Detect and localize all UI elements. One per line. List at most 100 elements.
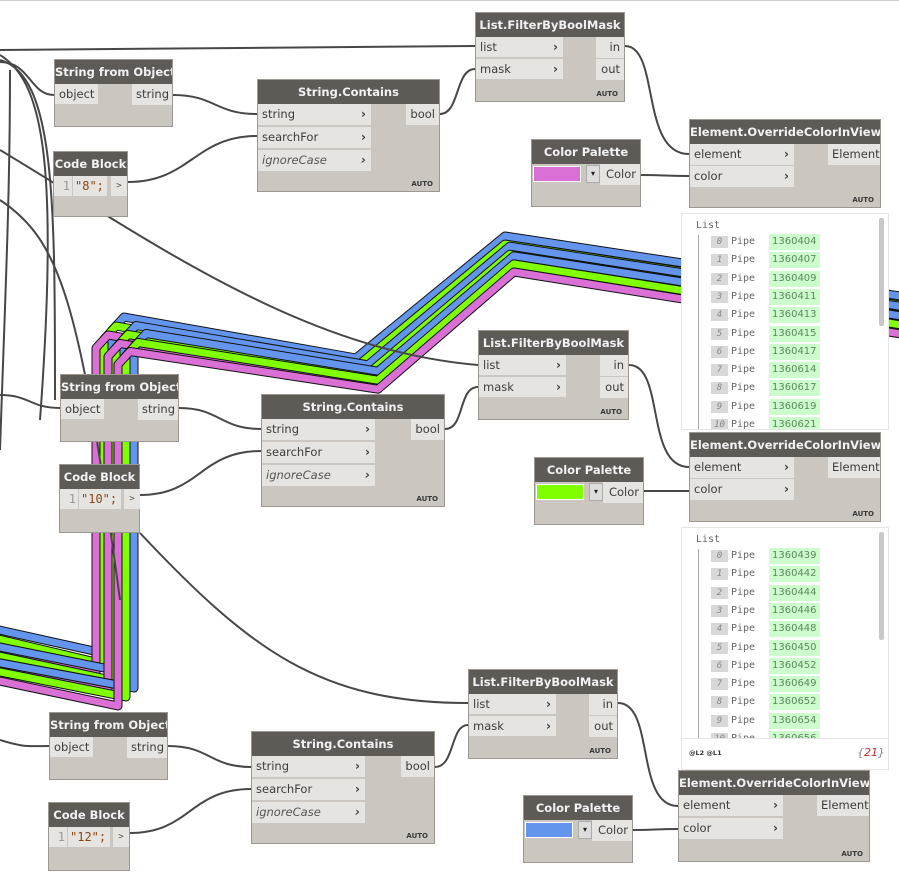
element-id-link[interactable]: 1360617 — [769, 380, 820, 397]
string-from-object-node[interactable]: String from Object object string — [54, 59, 173, 127]
code-editor[interactable]: 1 "12"; > — [49, 827, 131, 847]
input-port-color[interactable]: color› — [690, 166, 794, 188]
code-text[interactable]: "12"; — [68, 827, 110, 847]
override-color-in-view-node[interactable]: Element.OverrideColorInView element› col… — [689, 432, 881, 522]
output-port-in[interactable]: in — [596, 37, 624, 58]
string-contains-node[interactable]: String.Contains string› searchFor› ignor… — [261, 394, 445, 507]
override-color-in-view-node[interactable]: Element.OverrideColorInView element› col… — [678, 770, 870, 862]
filter-by-bool-mask-node[interactable]: List.FilterByBoolMask list› mask› in out… — [475, 12, 625, 102]
element-id-link[interactable]: 1360621 — [769, 417, 820, 429]
input-port-element[interactable]: element› — [690, 457, 794, 479]
lacing-label[interactable]: AUTO — [416, 495, 438, 503]
input-port-string[interactable]: string› — [262, 419, 375, 441]
element-id-link[interactable]: 1360614 — [769, 362, 820, 379]
output-port-string[interactable]: string — [138, 399, 178, 420]
output-port-color[interactable]: Color — [600, 164, 640, 185]
code-block-node[interactable]: Code Block 1 "12"; > — [48, 802, 130, 871]
input-port-list[interactable]: list› — [479, 355, 566, 376]
wire[interactable] — [0, 61, 55, 96]
element-id-link[interactable]: 1360411 — [769, 288, 820, 305]
scrollbar[interactable] — [879, 218, 884, 326]
lacing-label[interactable]: AUTO — [596, 90, 618, 98]
string-contains-node[interactable]: String.Contains string› searchFor› ignor… — [251, 731, 435, 844]
wire[interactable] — [628, 364, 690, 468]
wire[interactable] — [172, 94, 258, 115]
input-port-searchfor[interactable]: searchFor› — [258, 127, 371, 149]
code-editor[interactable]: 1 "10"; > — [60, 489, 141, 509]
output-port-out[interactable]: out — [596, 59, 624, 80]
chevron-down-icon[interactable]: ▾ — [578, 821, 592, 839]
element-id-link[interactable]: 1360444 — [769, 584, 820, 601]
input-port-object[interactable]: object — [50, 737, 93, 758]
output-port-element[interactable]: Element — [828, 144, 880, 165]
color-swatch[interactable] — [525, 822, 573, 838]
output-port[interactable]: > — [124, 489, 140, 509]
element-id-link[interactable]: 1360654 — [769, 712, 820, 729]
output-port-string[interactable]: string — [127, 737, 167, 758]
lacing-label[interactable]: AUTO — [852, 510, 874, 518]
input-port-color[interactable]: color› — [679, 818, 783, 840]
input-port-searchfor[interactable]: searchFor› — [252, 779, 365, 801]
code-text[interactable]: "10"; — [79, 489, 121, 509]
color-palette-node[interactable]: Color Palette ▾ Color — [523, 795, 633, 863]
wire[interactable] — [139, 450, 262, 496]
output-port-out[interactable]: out — [600, 377, 628, 398]
input-port-string[interactable]: string› — [258, 104, 371, 126]
code-editor[interactable]: 1 "8"; > — [54, 176, 129, 196]
output-port-in[interactable]: in — [600, 355, 628, 376]
wire[interactable] — [439, 68, 476, 115]
wire[interactable] — [434, 724, 469, 768]
input-port-string[interactable]: string› — [252, 756, 365, 778]
wire[interactable] — [129, 788, 252, 834]
output-port-bool[interactable]: bool — [411, 419, 444, 440]
wire[interactable] — [178, 407, 262, 430]
color-swatch[interactable] — [533, 166, 581, 182]
wire[interactable] — [0, 394, 61, 409]
output-port-bool[interactable]: bool — [406, 104, 439, 125]
input-port-element[interactable]: element› — [690, 144, 794, 166]
output-port-string[interactable]: string — [132, 84, 172, 105]
override-color-in-view-node[interactable]: Element.OverrideColorInView element› col… — [689, 119, 881, 208]
wire[interactable] — [0, 45, 476, 51]
output-port-bool[interactable]: bool — [401, 756, 434, 777]
element-id-link[interactable]: 1360448 — [769, 621, 820, 638]
element-id-link[interactable]: 1360442 — [769, 566, 820, 583]
wire[interactable] — [444, 386, 479, 430]
output-port-out[interactable]: out — [589, 716, 617, 737]
input-port-element[interactable]: element› — [679, 795, 783, 817]
string-contains-node[interactable]: String.Contains string› searchFor› ignor… — [257, 79, 440, 192]
color-palette-node[interactable]: Color Palette ▾ Color — [534, 457, 644, 525]
element-id-link[interactable]: 1360619 — [769, 398, 820, 415]
wire[interactable] — [0, 69, 11, 451]
input-port-mask[interactable]: mask› — [476, 59, 563, 80]
input-port-object[interactable]: object — [61, 399, 104, 420]
string-from-object-node[interactable]: String from Object object string — [60, 374, 179, 442]
wire[interactable] — [624, 45, 690, 155]
output-port[interactable]: > — [111, 176, 127, 196]
element-id-link[interactable]: 1360409 — [769, 270, 820, 287]
wire[interactable] — [640, 174, 690, 177]
input-port-searchfor[interactable]: searchFor› — [262, 442, 375, 464]
filter-by-bool-mask-node[interactable]: List.FilterByBoolMask list› mask› in out… — [468, 669, 618, 759]
wire[interactable] — [617, 702, 679, 807]
element-id-link[interactable]: 1360439 — [769, 548, 820, 564]
output-port-element[interactable]: Element — [817, 795, 869, 816]
code-block-node[interactable]: Code Block 1 "8"; > — [53, 151, 128, 217]
lacing-label[interactable]: AUTO — [589, 747, 611, 755]
lacing-label[interactable]: AUTO — [411, 180, 433, 188]
element-id-link[interactable]: 1360652 — [769, 694, 820, 711]
input-port-ignorecase[interactable]: ignoreCase› — [262, 465, 375, 487]
wire[interactable] — [167, 745, 252, 768]
code-text[interactable]: "8"; — [73, 176, 107, 196]
lacing-label[interactable]: AUTO — [406, 832, 428, 840]
input-port-mask[interactable]: mask› — [479, 377, 566, 398]
element-id-link[interactable]: 1360417 — [769, 343, 820, 360]
filter-by-bool-mask-node[interactable]: List.FilterByBoolMask list› mask› in out… — [478, 330, 629, 420]
wire[interactable] — [127, 135, 258, 183]
input-port-object[interactable]: object — [55, 84, 98, 105]
chevron-down-icon[interactable]: ▾ — [589, 483, 603, 501]
element-id-link[interactable]: 1360446 — [769, 602, 820, 619]
output-port-in[interactable]: in — [589, 694, 617, 715]
